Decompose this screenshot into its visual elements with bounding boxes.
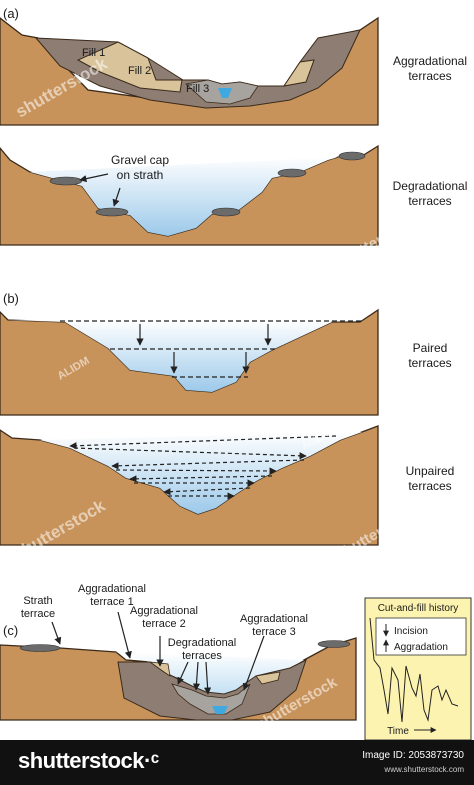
unpaired-arrow-2 (73, 447, 307, 460)
strath-terrace-label-1: Strath (23, 595, 52, 607)
cut-and-fill-history-box: Cut-and-fill history Incision Aggradatio… (364, 597, 472, 741)
history-curve (369, 617, 459, 723)
gravel-cap-1 (49, 176, 83, 186)
deg-arrow-2 (192, 661, 201, 691)
gravel-cap-4 (277, 168, 307, 178)
unpaired-arrow-1 (69, 435, 337, 450)
panel-b-paired (0, 308, 379, 416)
footer-bar: shutterstock·ᶜ Image ID: 2053873730 www.… (0, 740, 474, 785)
degradational-terraces-label-1: Degradational (393, 179, 468, 193)
history-title: Cut-and-fill history (378, 603, 459, 614)
paired-terraces-label-1: Paired (413, 341, 448, 355)
panel-a-aggradational: Fill 1 Fill 2 Fill 3 (0, 16, 379, 126)
agg-terrace-3-label-1: Aggradational (240, 613, 308, 625)
history-legend (375, 617, 467, 656)
fill-1-label: Fill 1 (82, 47, 105, 59)
agg-terrace-1-label-2: terrace 1 (90, 596, 133, 608)
gravel-cap-5 (338, 151, 366, 161)
aggradational-terraces-label-2: terraces (408, 69, 451, 83)
incision-legend-label: Incision (394, 626, 428, 637)
aggradation-legend-label: Aggradation (394, 642, 448, 653)
panel-b-label: (b) (3, 291, 19, 306)
unpaired-terraces-label-2: terraces (408, 479, 451, 493)
gravel-cap-label-1: Gravel cap (111, 153, 169, 167)
degradational-terraces-label-2: terraces (408, 194, 451, 208)
history-time-label: Time (387, 726, 409, 737)
panel-c-cross-section (0, 611, 357, 721)
strath-gravel-right (317, 640, 351, 648)
agg-terrace-1-label-1: Aggradational (78, 583, 146, 595)
footer-brand: shutterstock·ᶜ (18, 748, 159, 773)
gravel-arrow-2 (112, 187, 121, 207)
strath-terrace-label-2: terrace (21, 608, 55, 620)
panel-b-unpaired (0, 425, 379, 546)
fill-2-label: Fill 2 (128, 65, 151, 77)
unpaired-arrow-7 (163, 487, 251, 496)
unpaired-arrow-4 (115, 467, 277, 475)
image-id-label: Image ID: 2053873730 (362, 750, 464, 761)
deg-arrow-1 (177, 661, 189, 685)
fill-3-label: Fill 3 (186, 83, 209, 95)
strath-gravel-left (19, 644, 61, 652)
gravel-cap-3 (211, 207, 241, 217)
agg1-arrow (117, 611, 132, 659)
panel-c-label: (c) (3, 623, 18, 638)
agg-terrace-2-label-1: Aggradational (130, 605, 198, 617)
deg-terraces-label-2: terraces (182, 650, 222, 662)
aggradational-terraces-label-1: Aggradational (393, 54, 467, 68)
unpaired-terraces-label-1: Unpaired (406, 464, 455, 478)
footer-url: www.shutterstock.com (384, 765, 464, 774)
deg-arrow-3 (204, 661, 212, 695)
gravel-cap-2 (95, 207, 129, 217)
strath-arrow (51, 621, 62, 645)
agg3-arrow (242, 635, 265, 691)
gravel-cap-label-2: on strath (117, 168, 164, 182)
paired-terraces-label-2: terraces (408, 356, 451, 370)
agg-terrace-2-label-2: terrace 2 (142, 618, 185, 630)
panel-a-degradational (0, 144, 379, 246)
deg-terraces-label-1: Degradational (168, 637, 237, 649)
gravel-arrow-1 (79, 173, 109, 183)
panel-a-label: (a) (3, 6, 19, 21)
agg-terrace-3-label-2: terrace 3 (252, 626, 295, 638)
unpaired-arrow-5 (129, 475, 273, 483)
